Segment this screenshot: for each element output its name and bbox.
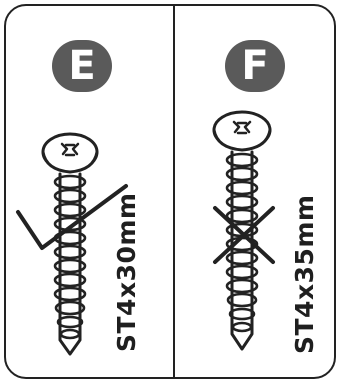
panel-f: F bbox=[175, 4, 341, 379]
panel-divider bbox=[173, 4, 175, 379]
screw-size-label: ST4x30mm bbox=[112, 192, 141, 352]
panel-e: E bbox=[6, 4, 172, 379]
screw-size-label: ST4x35mm bbox=[290, 194, 319, 354]
badge-e: E bbox=[52, 40, 112, 92]
badge-f: F bbox=[225, 40, 285, 92]
cross-icon bbox=[213, 206, 275, 264]
screw-icon bbox=[16, 132, 128, 356]
checkmark-icon bbox=[16, 184, 128, 250]
screw-icon bbox=[212, 110, 275, 351]
